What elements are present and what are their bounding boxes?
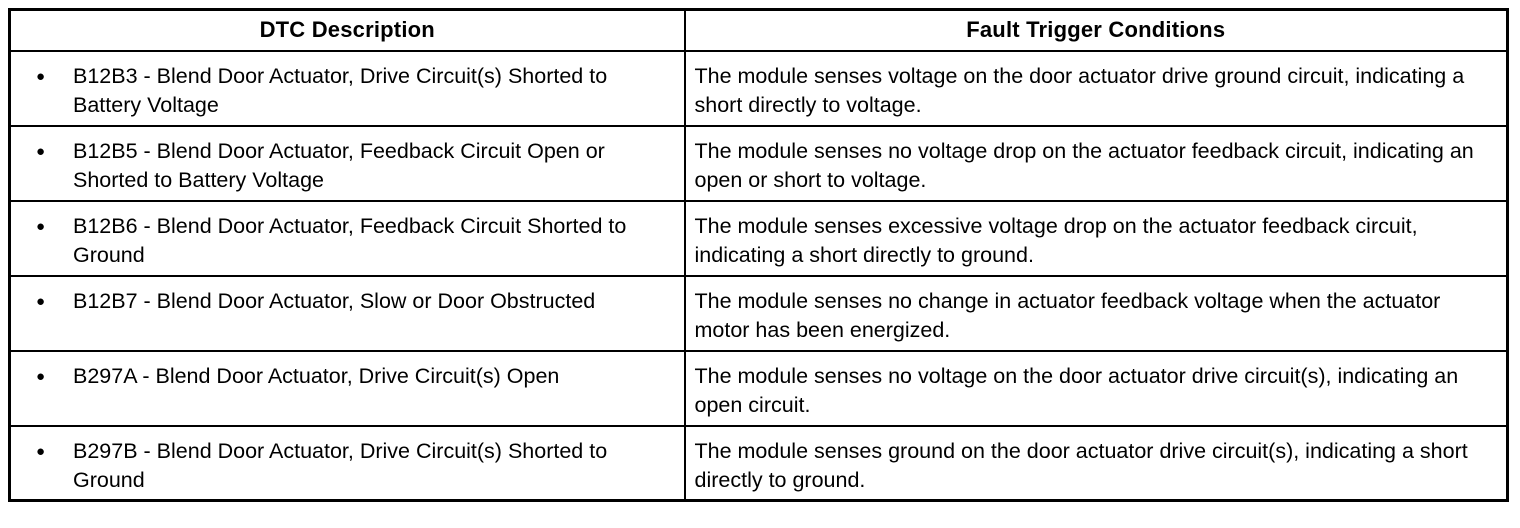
header-row: DTC Description Fault Trigger Conditions (8, 8, 1509, 52)
dtc-description-text: B297B - Blend Door Actuator, Drive Circu… (73, 438, 608, 492)
condition-cell: The module senses no change in actuator … (683, 274, 1509, 352)
dtc-cell: ● B12B7 - Blend Door Actuator, Slow or D… (8, 274, 686, 352)
condition-cell: The module senses voltage on the door ac… (683, 49, 1509, 127)
dtc-description-text: B297A - Blend Door Actuator, Drive Circu… (73, 363, 560, 388)
fault-condition-text: The module senses excessive voltage drop… (694, 213, 1418, 267)
condition-cell: The module senses no voltage on the door… (683, 349, 1509, 427)
condition-cell: The module senses ground on the door act… (683, 424, 1509, 502)
table-row: ● B12B6 - Blend Door Actuator, Feedback … (8, 199, 1509, 277)
document-page: DTC Description Fault Trigger Conditions… (0, 8, 1520, 528)
dtc-cell: ● B12B5 - Blend Door Actuator, Feedback … (8, 124, 686, 202)
dtc-description-text: B12B3 - Blend Door Actuator, Drive Circu… (73, 63, 608, 117)
bullet-icon: ● (36, 292, 46, 310)
dtc-description-text: B12B7 - Blend Door Actuator, Slow or Doo… (73, 288, 596, 313)
table-row: ● B297A - Blend Door Actuator, Drive Cir… (8, 349, 1509, 427)
dtc-table: DTC Description Fault Trigger Conditions… (8, 8, 1509, 502)
fault-condition-text: The module senses ground on the door act… (694, 438, 1468, 492)
dtc-cell: ● B297A - Blend Door Actuator, Drive Cir… (8, 349, 686, 427)
bullet-icon: ● (36, 217, 46, 235)
dtc-description-text: B12B5 - Blend Door Actuator, Feedback Ci… (73, 138, 605, 192)
condition-cell: The module senses no voltage drop on the… (683, 124, 1509, 202)
bullet-icon: ● (36, 142, 46, 160)
bullet-icon: ● (36, 367, 46, 385)
column-header-fault-trigger-conditions: Fault Trigger Conditions (683, 8, 1509, 52)
condition-cell: The module senses excessive voltage drop… (683, 199, 1509, 277)
fault-condition-text: The module senses no voltage on the door… (694, 363, 1459, 417)
bullet-icon: ● (36, 442, 46, 460)
table-row: ● B12B3 - Blend Door Actuator, Drive Cir… (8, 49, 1509, 127)
fault-condition-text: The module senses voltage on the door ac… (694, 63, 1465, 117)
fault-condition-text: The module senses no change in actuator … (694, 288, 1441, 342)
dtc-description-text: B12B6 - Blend Door Actuator, Feedback Ci… (73, 213, 627, 267)
dtc-cell: ● B12B6 - Blend Door Actuator, Feedback … (8, 199, 686, 277)
column-header-dtc-description: DTC Description (8, 8, 686, 52)
dtc-cell: ● B12B3 - Blend Door Actuator, Drive Cir… (8, 49, 686, 127)
fault-condition-text: The module senses no voltage drop on the… (694, 138, 1474, 192)
table-row: ● B297B - Blend Door Actuator, Drive Cir… (8, 424, 1509, 502)
table-row: ● B12B7 - Blend Door Actuator, Slow or D… (8, 274, 1509, 352)
dtc-cell: ● B297B - Blend Door Actuator, Drive Cir… (8, 424, 686, 502)
table-row: ● B12B5 - Blend Door Actuator, Feedback … (8, 124, 1509, 202)
bullet-icon: ● (36, 67, 46, 85)
